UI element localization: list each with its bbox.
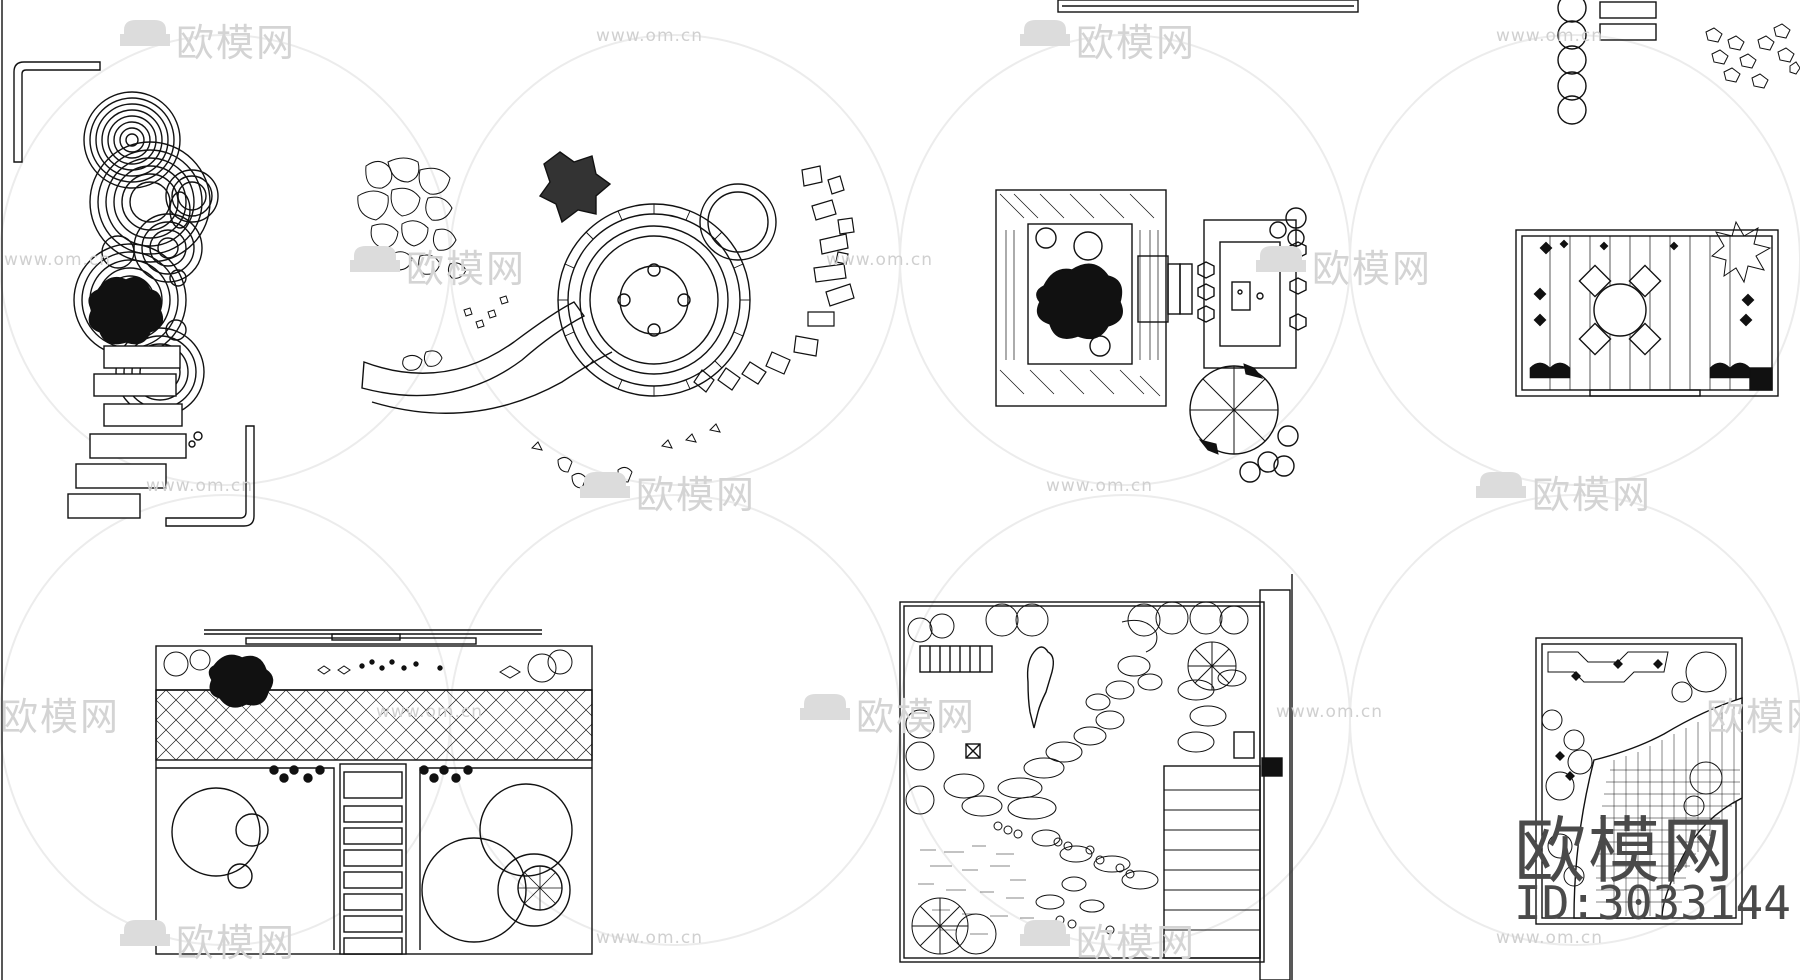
plan-round-plaza xyxy=(357,151,855,495)
sofa-icon xyxy=(580,472,630,498)
plan-roof-terrace xyxy=(1515,220,1779,397)
watermark-url: www.om.cn xyxy=(4,250,112,270)
brand-id: ID:3033144 xyxy=(1514,876,1791,930)
sofa-icon xyxy=(1476,472,1526,498)
watermark-url: www.om.cn xyxy=(146,476,254,496)
watermark-text: 欧模网 xyxy=(0,695,121,739)
watermark-text: 欧模网 xyxy=(636,473,757,517)
watermark-text: 欧模网 xyxy=(406,247,527,291)
watermark-text: 欧模网 xyxy=(176,21,297,65)
sofa-icon xyxy=(800,694,850,720)
watermark-text: 欧模网 xyxy=(176,921,297,965)
watermark-url: www.om.cn xyxy=(1046,476,1154,496)
plan-stepping-stone-garden xyxy=(899,574,1293,980)
watermark-text: 欧模网 xyxy=(1706,695,1800,739)
plan-lawn-garden xyxy=(155,629,593,955)
plan-deck-garden xyxy=(995,189,1307,483)
watermark-text: 欧模网 xyxy=(1076,21,1197,65)
sofa-icon xyxy=(350,246,400,272)
watermark-url: www.om.cn xyxy=(826,250,934,270)
brand-name: 欧模网 xyxy=(1514,809,1737,893)
watermark-text: 欧模网 xyxy=(1532,473,1653,517)
sofa-icon xyxy=(1020,920,1070,946)
plan-small-courtyard xyxy=(1535,637,1743,925)
watermark-text: 欧模网 xyxy=(1076,921,1197,965)
watermark-url: www.om.cn xyxy=(1276,702,1384,722)
watermark-text: 欧模网 xyxy=(1312,247,1433,291)
sofa-icon xyxy=(120,20,170,46)
sofa-icon xyxy=(120,920,170,946)
plan-concentric-garden xyxy=(13,61,255,527)
watermark-url: www.om.cn xyxy=(596,26,704,46)
watermark-url: www.om.cn xyxy=(596,928,704,948)
watermark-url: www.om.cn xyxy=(1496,928,1604,948)
watermark-url: www.om.cn xyxy=(1496,26,1604,46)
sofa-icon xyxy=(1256,246,1306,272)
top-fragments xyxy=(1057,0,1800,125)
sofa-icon xyxy=(1020,20,1070,46)
watermark-text: 欧模网 xyxy=(856,695,977,739)
watermark-url: www.om.cn xyxy=(376,702,484,722)
